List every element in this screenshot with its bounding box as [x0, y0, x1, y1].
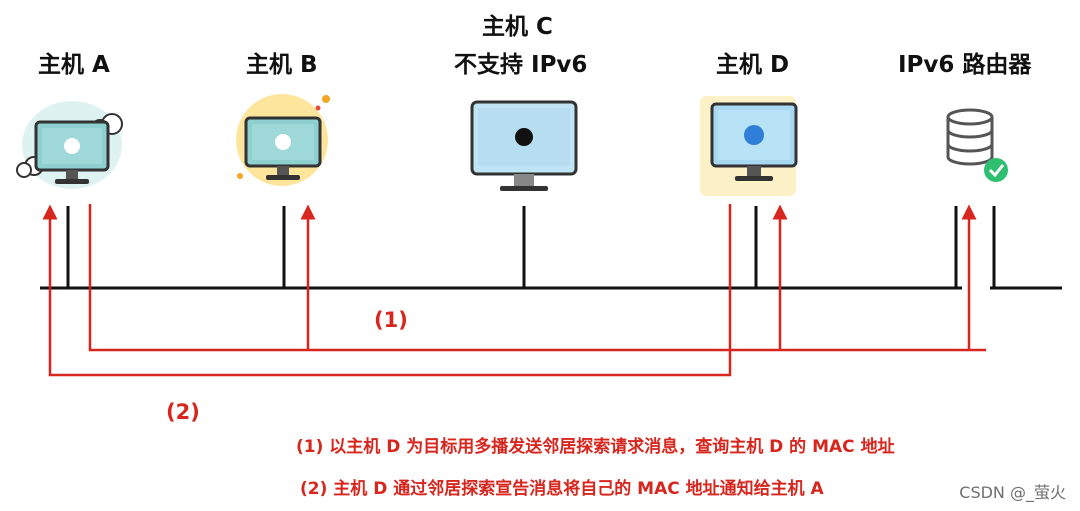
legend-step-2: (2) 主机 D 通过邻居探索宣告消息将自己的 MAC 地址通知给主机 A — [300, 479, 824, 499]
host-d-label: 主机 D — [716, 52, 790, 78]
imac-icon — [470, 100, 578, 191]
host-a-label: 主机 A — [38, 52, 110, 78]
database-check-icon — [946, 108, 1008, 182]
legend-step-1: (1) 以主机 D 为目标用多播发送邻居探索请求消息，查询主机 D 的 MAC … — [296, 437, 895, 457]
step-1-label: (1) — [374, 308, 408, 332]
router-label: IPv6 路由器 — [898, 52, 1032, 78]
network-bus — [40, 206, 1062, 290]
step-2-label: (2) — [166, 400, 200, 424]
path-step-1 — [88, 204, 986, 352]
monitor-with-highlight-icon — [700, 96, 798, 196]
host-b-label: 主机 B — [246, 52, 318, 78]
watermark: CSDN @_萤火 — [959, 483, 1066, 502]
monitor-with-clouds-icon — [16, 101, 123, 189]
path-step-2 — [42, 204, 732, 377]
host-c-label-line2: 不支持 IPv6 — [454, 52, 588, 78]
host-c-label-line1: 主机 C — [482, 14, 553, 40]
monitor-with-sun-icon — [236, 94, 330, 186]
